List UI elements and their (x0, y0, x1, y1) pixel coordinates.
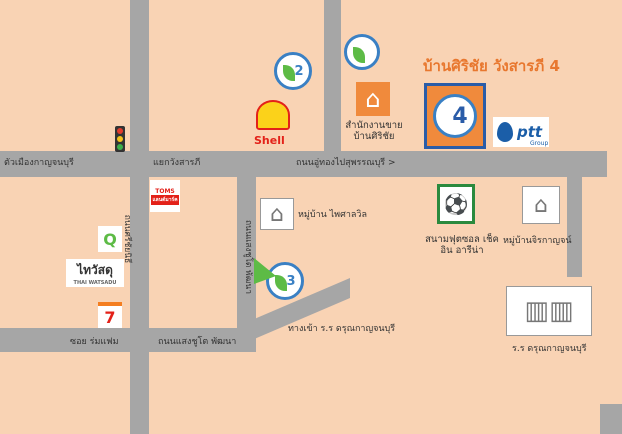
road-label-vertical-left: ถนนศรีชัยนิธี (122, 214, 133, 264)
page-title: บ้านศิริชัย วังสารภี 4 (423, 57, 560, 75)
project-4-logo: 4 (433, 94, 477, 138)
road-top-vertical (324, 0, 341, 151)
main-road (0, 151, 607, 177)
leaf-icon (283, 65, 295, 81)
project-main-sign (344, 34, 380, 70)
office-label: สำนักงานขาย บ้านศิริชัย (345, 120, 403, 142)
project-2-sign: 2 (274, 52, 312, 90)
village-house-icon: ⌂ (260, 198, 294, 230)
road-bottom-right (600, 404, 622, 434)
ptt-label: ptt (517, 123, 543, 141)
home-store-logo: TOMS แลนด์มาร์ค (150, 180, 180, 212)
road-mid-vertical (237, 177, 256, 352)
village-jira-house-icon: ⌂ (522, 186, 560, 224)
ptt-drop-icon (497, 122, 513, 142)
road-label-bottom-left: ซอย ร่มแฟม (70, 337, 119, 347)
road-bottom (0, 328, 256, 352)
road-label-bottom-mid: ถนนแสงชูโต พัฒนา (158, 337, 237, 347)
football-label: สนามฟุตซอล เช็คอิน อารีน่า (425, 234, 499, 256)
road-left-vertical (130, 0, 149, 434)
project-4-number: 4 (452, 103, 468, 129)
project-4-sign: 4 (424, 83, 486, 149)
project-3-number: 3 (286, 273, 296, 289)
thaiwatsadu-logo: ไทวัสดุ THAI WATSADU (66, 259, 124, 287)
school-entrance-label: ทางเข้า ร.ร ดรุณกาญจนบุรี (288, 324, 396, 334)
traffic-light-icon (115, 126, 125, 152)
thaiwatsadu-label: ไทวัสดุ (77, 262, 113, 277)
q-store-logo-icon: Q (98, 226, 122, 252)
ptt-sub-label: Group (530, 140, 549, 147)
football-logo-icon: ⚽ (437, 184, 475, 224)
school-label: ร.ร ดรุณกาญจนบุรี (512, 344, 587, 354)
house-icon: ⌂ (356, 82, 390, 116)
seven-eleven-label: 7 (104, 307, 116, 327)
school-building-icon: ▥▥ (506, 286, 592, 336)
green-triangle-icon (254, 258, 276, 284)
road-right-vertical (567, 177, 582, 277)
ptt-logo: ptt (493, 117, 549, 147)
road-label-main-right: ถนนอู่ทองไปสุพรรณบุรี > (296, 158, 396, 168)
village-pai-label: หมู่บ้าน ไพศาลวิล (298, 210, 367, 220)
road-label-junction: แยกวังสารภี (153, 158, 201, 168)
project-3-sign: 3 (266, 262, 304, 300)
thaiwatsadu-sub: THAI WATSADU (73, 279, 117, 286)
home-store-sub: แลนด์มาร์ค (151, 194, 179, 205)
village-jira-label: หมู่บ้านจิรกาญจน์ (503, 236, 572, 246)
leaf-icon (275, 275, 287, 291)
project-2-number: 2 (294, 63, 304, 79)
home-store-label: TOMS (155, 187, 175, 195)
road-label-main-left: ตัวเมืองกาญจนบุรี (4, 158, 74, 168)
seven-eleven-logo: 7 (98, 302, 122, 328)
shell-label: Shell (254, 134, 285, 147)
leaf-icon (353, 47, 365, 63)
shell-logo-icon (256, 100, 290, 130)
